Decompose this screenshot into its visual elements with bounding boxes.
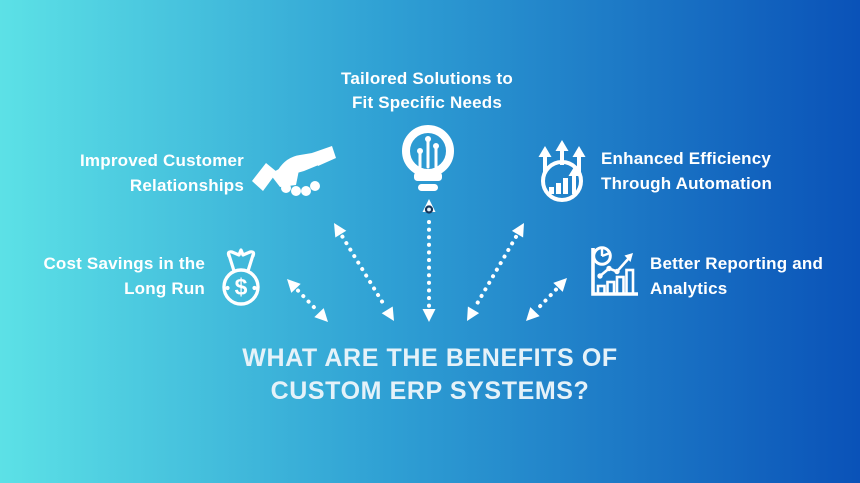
benefit-label-line: Fit Specific Needs xyxy=(351,93,503,112)
svg-text:$: $ xyxy=(235,274,248,300)
arrow-line-cost-savings xyxy=(296,288,319,313)
benefit-label-line: Enhanced Efficiency xyxy=(601,149,772,168)
arrow-origin-dot xyxy=(424,205,434,214)
benefit-label-tailored-solutions: Tailored Solutions to Fit Specific Needs xyxy=(277,67,577,115)
money-bag-icon: $ xyxy=(222,248,260,306)
lightbulb-circuit-icon xyxy=(402,125,454,191)
benefit-label-enhanced-efficiency: Enhanced Efficiency Through Automation xyxy=(601,146,831,196)
page-title: WHAT ARE THE BENEFITS OF CUSTOM ERP SYST… xyxy=(0,342,860,408)
benefit-label-line: Cost Savings in the xyxy=(43,254,205,273)
benefit-label-line: Through Automation xyxy=(601,174,773,193)
page-title-line: CUSTOM ERP SYSTEMS? xyxy=(270,377,590,405)
arrow-line-better-reporting xyxy=(535,287,558,312)
benefit-label-line: Relationships xyxy=(129,176,244,195)
benefit-label-cost-savings: Cost Savings in the Long Run xyxy=(25,251,205,301)
handshake-icon xyxy=(252,146,336,196)
benefit-label-better-reporting: Better Reporting and Analytics xyxy=(650,251,860,301)
benefit-label-improved-customer: Improved Customer Relationships xyxy=(44,148,244,198)
benefit-label-line: Better Reporting and xyxy=(650,254,824,273)
benefit-label-line: Improved Customer xyxy=(80,151,244,170)
arrow-line-improved-customer xyxy=(340,234,388,310)
benefit-label-line: Long Run xyxy=(124,279,205,298)
arrow-line-enhanced-efficiency xyxy=(473,234,518,310)
growth-arrows-icon xyxy=(538,140,586,202)
analytics-chart-icon xyxy=(591,246,638,296)
benefit-label-line: Analytics xyxy=(650,279,728,298)
page-title-line: WHAT ARE THE BENEFITS OF xyxy=(242,344,618,372)
benefit-label-line: Tailored Solutions to xyxy=(341,69,513,88)
